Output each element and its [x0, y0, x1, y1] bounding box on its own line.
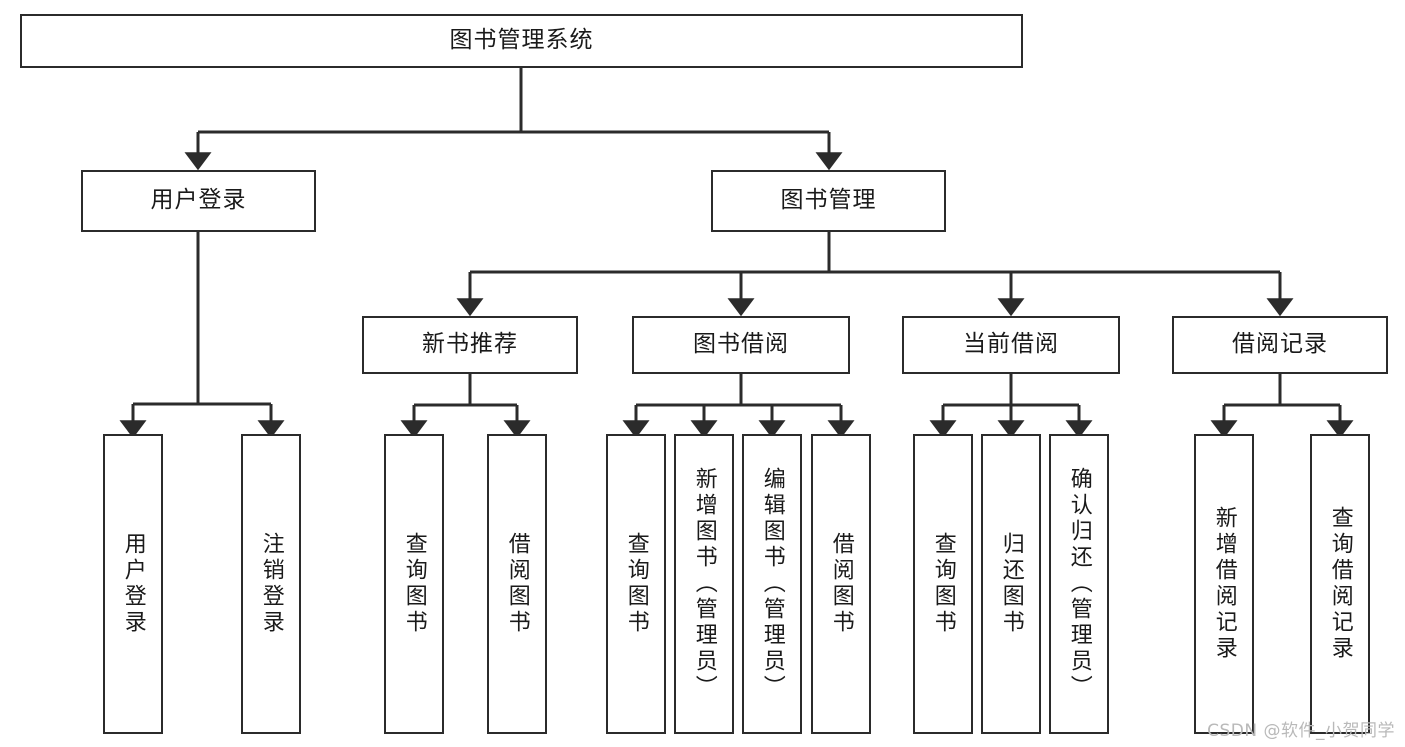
leaf-book-borrow-query-book[interactable]: 查询图书 — [606, 434, 666, 734]
node-label: 图书借阅 — [693, 331, 789, 358]
node-label: 查询图书 — [401, 532, 427, 636]
node-label: 当前借阅 — [963, 331, 1059, 358]
leaf-book-borrow-add-book-admin[interactable]: 新增图书（管理员） — [674, 434, 734, 734]
leaf-user-login-logout[interactable]: 注销登录 — [241, 434, 301, 734]
node-label: 借阅记录 — [1232, 331, 1328, 358]
node-label: 借阅图书 — [504, 532, 530, 636]
node-label: 图书管理系统 — [449, 27, 594, 54]
node-label: 用户登录 — [150, 187, 247, 214]
node-label: 新增借阅记录 — [1211, 506, 1237, 662]
node-label: 用户登录 — [120, 532, 146, 636]
node-label: 确认归还（管理员） — [1066, 467, 1092, 701]
node-label: 新书推荐 — [422, 331, 518, 358]
leaf-user-login-login[interactable]: 用户登录 — [103, 434, 163, 734]
leaf-book-borrow-edit-book-admin[interactable]: 编辑图书（管理员） — [742, 434, 802, 734]
leaf-current-borrow-return-book[interactable]: 归还图书 — [981, 434, 1041, 734]
leaf-book-borrow-borrow-book[interactable]: 借阅图书 — [811, 434, 871, 734]
leaf-borrow-record-query-record[interactable]: 查询借阅记录 — [1310, 434, 1370, 734]
node-label: 图书管理 — [780, 187, 877, 214]
node-label: 查询借阅记录 — [1327, 506, 1353, 662]
leaf-current-borrow-confirm-return-admin[interactable]: 确认归还（管理员） — [1049, 434, 1109, 734]
node-user-login[interactable]: 用户登录 — [81, 170, 316, 232]
node-label: 新增图书（管理员） — [691, 467, 717, 701]
node-label: 查询图书 — [930, 532, 956, 636]
leaf-new-book-query-book[interactable]: 查询图书 — [384, 434, 444, 734]
watermark-text: CSDN @软件_小贺同学 — [1207, 721, 1395, 741]
node-root-system[interactable]: 图书管理系统 — [20, 14, 1023, 68]
leaf-borrow-record-add-record[interactable]: 新增借阅记录 — [1194, 434, 1254, 734]
node-borrow-record[interactable]: 借阅记录 — [1172, 316, 1388, 374]
node-book-management[interactable]: 图书管理 — [711, 170, 946, 232]
node-label: 借阅图书 — [828, 532, 854, 636]
leaf-new-book-borrow-book[interactable]: 借阅图书 — [487, 434, 547, 734]
node-label: 查询图书 — [623, 532, 649, 636]
leaf-current-borrow-query-book[interactable]: 查询图书 — [913, 434, 973, 734]
node-book-borrow[interactable]: 图书借阅 — [632, 316, 850, 374]
node-label: 归还图书 — [998, 532, 1024, 636]
node-label: 注销登录 — [258, 532, 284, 636]
node-new-book-recommend[interactable]: 新书推荐 — [362, 316, 578, 374]
node-label: 编辑图书（管理员） — [759, 467, 785, 701]
node-current-borrow[interactable]: 当前借阅 — [902, 316, 1120, 374]
